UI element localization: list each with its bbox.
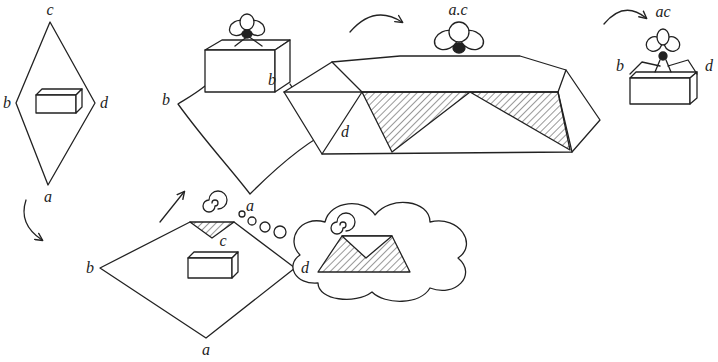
corner-label-box: c bbox=[219, 233, 226, 249]
step-arrow bbox=[160, 192, 184, 222]
corner-label-box: b bbox=[86, 260, 94, 276]
corner-label-box: ac bbox=[655, 4, 670, 20]
corner-label: d bbox=[341, 124, 349, 140]
corner-label: c bbox=[46, 2, 53, 18]
corner-label-box: b bbox=[162, 92, 170, 108]
corner-label: a bbox=[202, 342, 210, 358]
thought-cloud bbox=[239, 202, 466, 301]
corner-label: b bbox=[3, 95, 11, 111]
corner-label-box: d bbox=[341, 124, 349, 140]
corner-label: ac bbox=[655, 4, 670, 20]
corner-label-box: a.c bbox=[448, 2, 467, 18]
corner-label: b bbox=[86, 260, 94, 276]
step-arrow bbox=[350, 15, 402, 32]
corner-label: b bbox=[616, 58, 624, 74]
corner-label: d bbox=[100, 95, 108, 111]
cloth-folded-corner bbox=[100, 191, 295, 338]
step-arrow bbox=[604, 10, 646, 24]
corner-label-box: b bbox=[268, 72, 276, 88]
corner-label-box: b bbox=[616, 58, 624, 74]
corner-label: b bbox=[162, 92, 170, 108]
corner-label: c bbox=[219, 233, 226, 249]
corner-label-box: b bbox=[3, 95, 11, 111]
corner-label-box: a bbox=[246, 198, 254, 214]
corner-label-box: a bbox=[202, 342, 210, 358]
corner-label-box: d bbox=[100, 95, 108, 111]
corner-label-box: a bbox=[44, 189, 52, 205]
corner-label-box: d bbox=[705, 58, 713, 74]
finished-wrap bbox=[630, 29, 697, 104]
corner-label: a bbox=[246, 198, 254, 214]
twist-spiral bbox=[203, 191, 227, 212]
corner-label: d bbox=[705, 58, 713, 74]
step-arrow bbox=[24, 200, 42, 240]
cloth-sides-folded bbox=[284, 22, 600, 154]
corner-label-box: c bbox=[46, 2, 53, 18]
corner-label: d bbox=[301, 260, 309, 276]
corner-label: a bbox=[44, 189, 52, 205]
corner-label-box: d bbox=[301, 260, 309, 276]
corner-label: a.c bbox=[448, 2, 467, 18]
cloth-flat bbox=[16, 22, 95, 185]
corner-label: b bbox=[268, 72, 276, 88]
